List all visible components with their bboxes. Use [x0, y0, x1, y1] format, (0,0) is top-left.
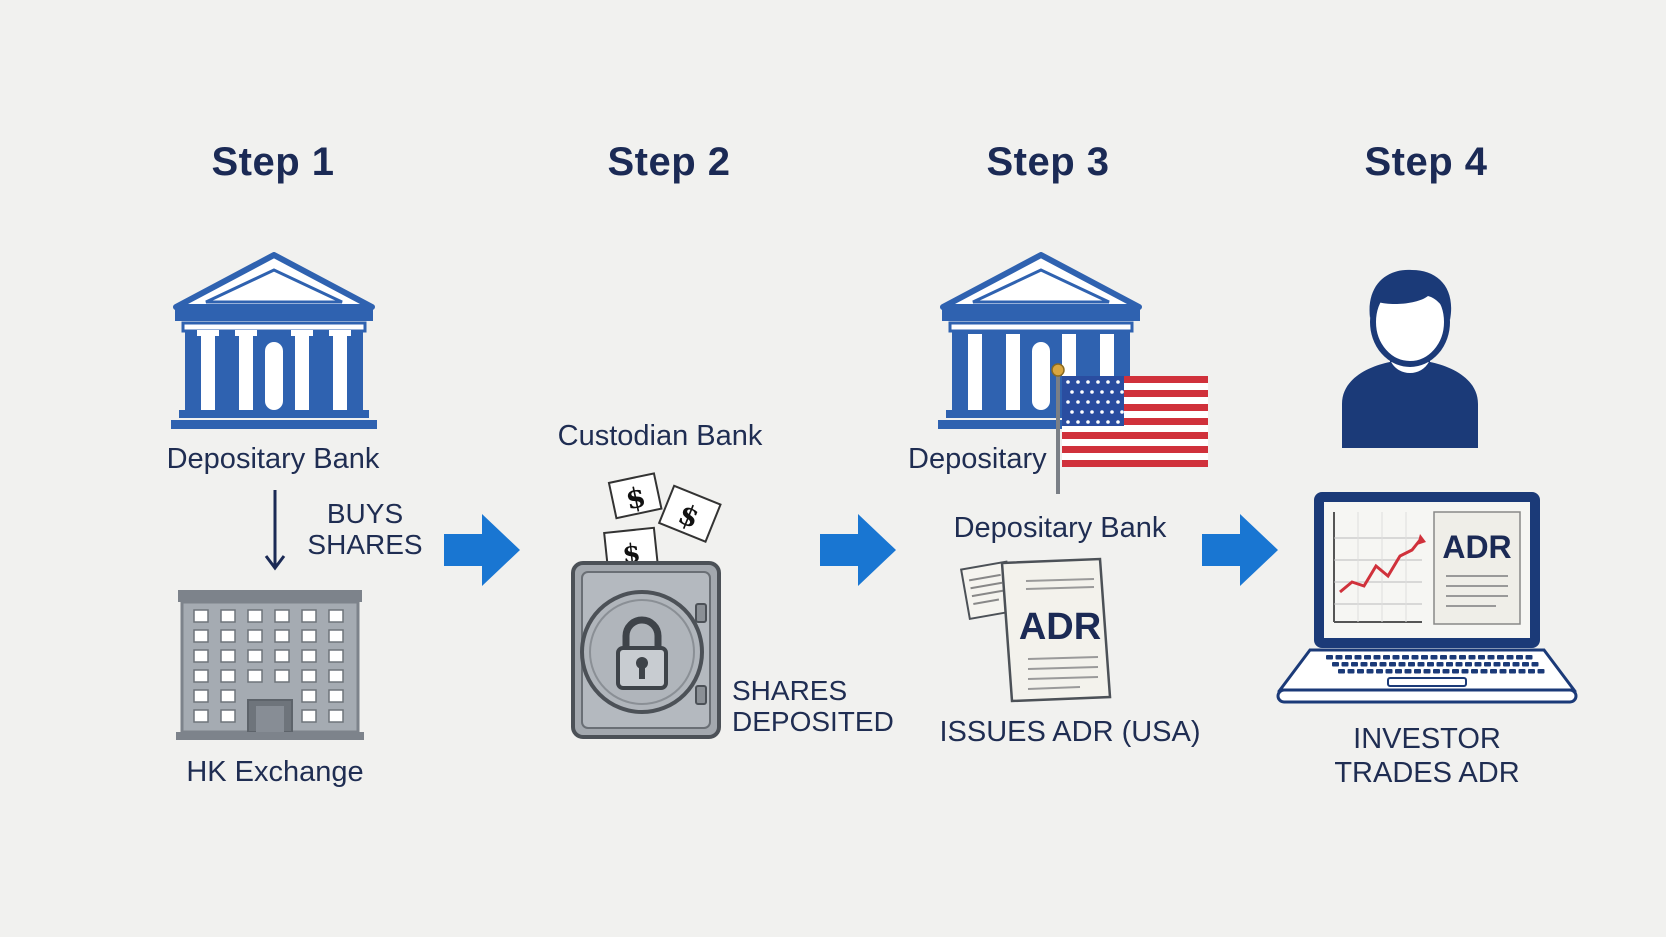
step2-action-line2: DEPOSITED: [732, 706, 894, 737]
bank-icon: [938, 252, 1144, 432]
down-arrow-icon: [263, 490, 287, 572]
step1-action-line2: SHARES: [307, 529, 423, 560]
adr-document-icon: ADR: [960, 555, 1118, 705]
exchange-label: HK Exchange: [186, 756, 364, 788]
rising-chart-icon: [1333, 512, 1426, 623]
step2-action-line1: SHARES: [732, 675, 848, 706]
step-2-title: Step 2: [607, 140, 731, 184]
right-arrow-icon: [820, 514, 898, 586]
laptop-icon: ADR: [1276, 490, 1578, 708]
bank-icon: [171, 252, 377, 432]
step3-action-label: ISSUES ADR (USA): [939, 716, 1201, 748]
step1-action: BUYS SHARES: [300, 498, 430, 560]
padlock-icon: [616, 616, 668, 690]
right-arrow-icon: [1202, 514, 1280, 586]
step4-action-line1: INVESTOR: [1353, 723, 1501, 755]
right-arrow-icon: [444, 514, 522, 586]
money-note-icon: $: [604, 470, 714, 550]
custodian-bank-label: Custodian Bank: [557, 420, 763, 452]
step4-action-line2: TRADES ADR: [1334, 757, 1520, 789]
investor-avatar-icon: [1340, 262, 1480, 448]
money-note-icon: $: [650, 476, 730, 556]
step-1-title: Step 1: [211, 140, 335, 184]
step-3-title: Step 3: [986, 140, 1110, 184]
vault-safe-icon: [570, 560, 722, 740]
step-4-title: Step 4: [1364, 140, 1488, 184]
step2-action: SHARES DEPOSITED: [732, 675, 894, 737]
us-flag-icon: [1050, 362, 1210, 496]
step4-action: INVESTOR TRADES ADR: [1276, 722, 1578, 790]
office-building-icon: [176, 590, 364, 742]
step3-overlapped-label: Depositary: [908, 443, 1047, 475]
step3-bank-label: Depositary Bank: [953, 512, 1167, 544]
step1-action-line1: BUYS: [326, 498, 404, 529]
step1-bank-label: Depositary Bank: [166, 443, 380, 475]
adr-document-label: ADR: [1019, 606, 1101, 648]
laptop-adr-label: ADR: [1442, 529, 1511, 565]
